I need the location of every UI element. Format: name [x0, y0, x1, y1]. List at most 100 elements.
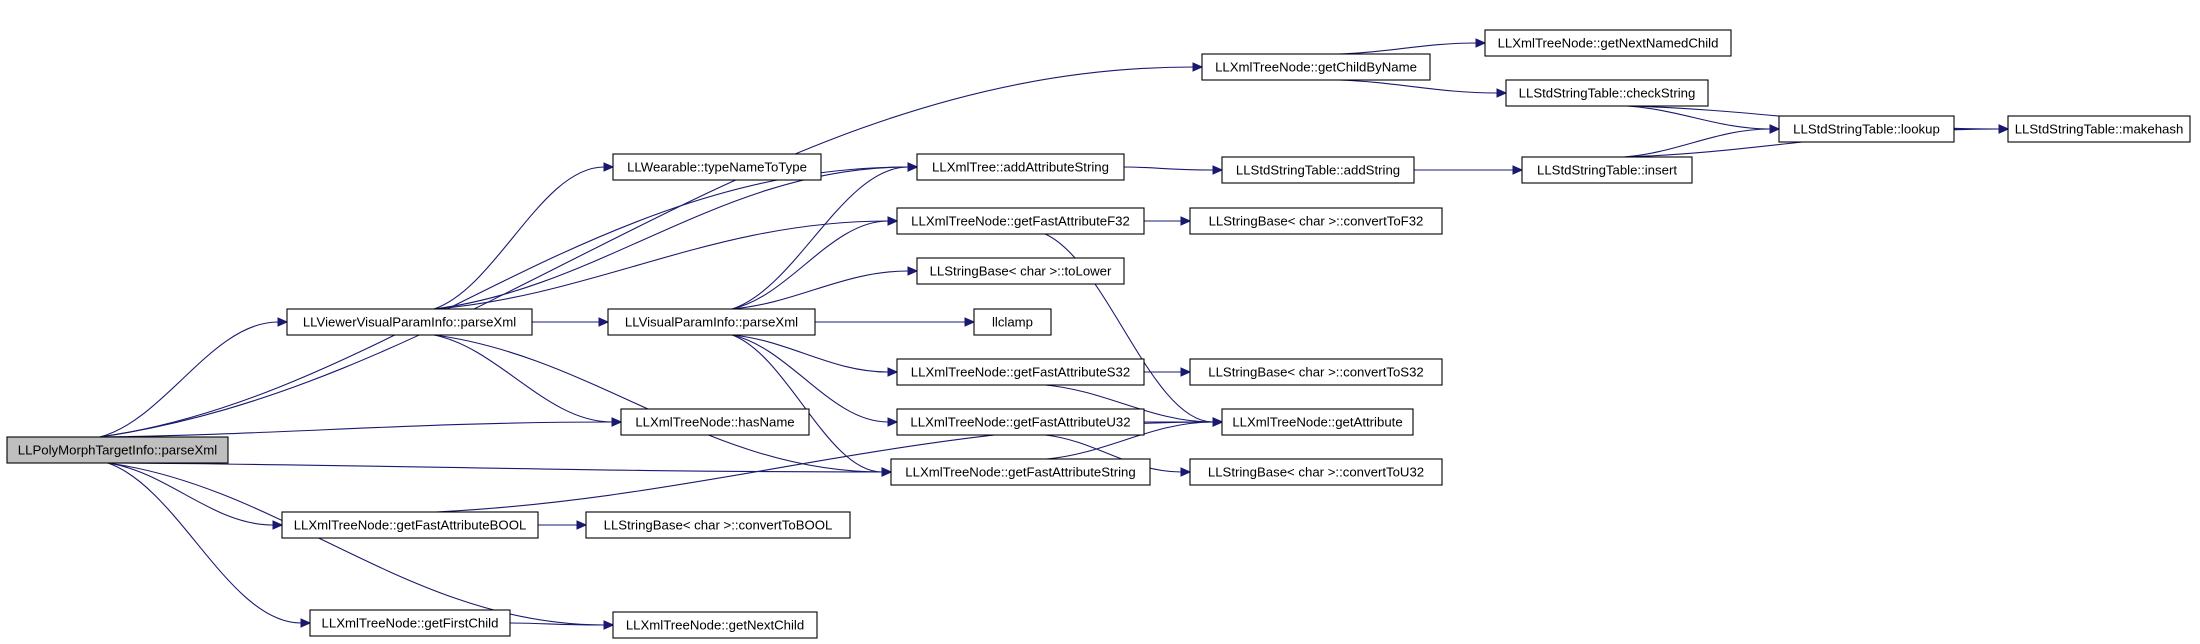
node-label: LLStringBase< char >::toLower	[930, 263, 1112, 278]
node-box	[6, 436, 229, 464]
arrowhead-icon	[603, 162, 615, 172]
node-box	[1778, 115, 1955, 143]
arrowhead-icon	[881, 467, 893, 477]
node-label: LLViewerVisualParamInfo::parseXml	[303, 314, 516, 329]
arrowhead-icon	[603, 620, 615, 630]
call-edge-viewerParse-to-typeNameToType	[433, 166, 605, 310]
arrowhead-icon	[1475, 38, 1487, 48]
function-node-getNextNamedChild[interactable]: LLXmlTreeNode::getNextNamedChild	[1484, 29, 1732, 57]
node-label: LLXmlTreeNode::getFastAttributeU32	[910, 414, 1130, 429]
node-label: LLXmlTreeNode::getFirstChild	[322, 615, 499, 630]
arrowhead-icon	[1769, 124, 1781, 134]
call-edge-viewerParse-to-getFastString	[433, 334, 883, 473]
node-box	[620, 408, 810, 436]
node-label: LLXmlTreeNode::getNextNamedChild	[1498, 35, 1719, 50]
function-node-getFastS32[interactable]: LLXmlTreeNode::getFastAttributeS32	[896, 358, 1145, 386]
arrowhead-icon	[272, 520, 284, 530]
node-box	[612, 611, 818, 639]
function-node-getFastString[interactable]: LLXmlTreeNode::getFastAttributeString	[890, 458, 1151, 486]
call-edge-getFastF32-to-getAttribute	[1044, 233, 1214, 423]
node-box	[1484, 29, 1732, 57]
function-node-convertToU32[interactable]: LLStringBase< char >::convertToU32	[1189, 458, 1443, 486]
call-edge-viewerParse-to-addAttributeString	[433, 166, 909, 310]
function-node-toLower[interactable]: LLStringBase< char >::toLower	[916, 257, 1125, 285]
node-box	[1221, 156, 1415, 184]
function-nodes: LLPolyMorphTargetInfo::parseXmlLLXmlTree…	[6, 29, 2191, 639]
node-box	[890, 458, 1151, 486]
call-edge-root-to-viewerParse	[99, 321, 279, 438]
call-edge-checkString-to-lookup	[1627, 105, 1771, 130]
node-label: LLPolyMorphTargetInfo::parseXml	[18, 442, 217, 457]
node-box	[607, 308, 816, 336]
function-node-makehash[interactable]: LLStdStringTable::makehash	[2007, 115, 2191, 143]
arrowhead-icon	[1998, 124, 2010, 134]
node-box	[281, 511, 539, 539]
function-node-convertToS32[interactable]: LLStringBase< char >::convertToS32	[1189, 358, 1443, 386]
arrowhead-icon	[907, 162, 919, 172]
function-node-lookup[interactable]: LLStdStringTable::lookup	[1778, 115, 1955, 143]
call-edge-viewerParse-to-getFastF32	[433, 220, 889, 310]
function-node-llclamp[interactable]: llclamp	[973, 308, 1052, 336]
arrowhead-icon	[1180, 367, 1192, 377]
function-node-insert[interactable]: LLStdStringTable::insert	[1521, 156, 1693, 184]
function-node-addString[interactable]: LLStdStringTable::addString	[1221, 156, 1415, 184]
arrowhead-icon	[576, 520, 588, 530]
function-node-getFastF32[interactable]: LLXmlTreeNode::getFastAttributeF32	[896, 207, 1145, 235]
node-box	[612, 153, 822, 181]
node-box	[1189, 207, 1443, 235]
call-edge-getFastU32-to-convertToU32	[1045, 434, 1182, 473]
function-node-getFastU32[interactable]: LLXmlTreeNode::getFastAttributeU32	[896, 408, 1145, 436]
call-edge-root-to-getNextChild	[107, 462, 605, 626]
node-box	[309, 609, 511, 637]
node-box	[896, 358, 1145, 386]
node-label: LLXmlTreeNode::getNextChild	[626, 617, 804, 632]
function-node-viewerParse[interactable]: LLViewerVisualParamInfo::parseXml	[286, 308, 533, 336]
root-function-node[interactable]: LLPolyMorphTargetInfo::parseXml	[6, 436, 229, 464]
function-node-getFirstChild[interactable]: LLXmlTreeNode::getFirstChild	[309, 609, 511, 637]
node-box	[1189, 458, 1443, 486]
call-edge-root-to-getFastBOOL	[107, 462, 274, 526]
node-label: LLStringBase< char >::convertToBOOL	[604, 517, 833, 532]
node-box	[1521, 156, 1693, 184]
function-node-typeNameToType[interactable]: LLWearable::typeNameToType	[612, 153, 822, 181]
function-node-getChildByName[interactable]: LLXmlTreeNode::getChildByName	[1201, 53, 1431, 81]
function-node-getAttribute[interactable]: LLXmlTreeNode::getAttribute	[1221, 408, 1414, 436]
node-label: LLXmlTreeNode::getFastAttributeBOOL	[294, 517, 527, 532]
call-edge-root-to-addAttributeString	[99, 166, 909, 438]
arrowhead-icon	[887, 367, 899, 377]
function-node-checkString[interactable]: LLStdStringTable::checkString	[1505, 79, 1709, 107]
node-box	[585, 511, 851, 539]
node-box	[2007, 115, 2191, 143]
node-label: LLStdStringTable::insert	[1537, 162, 1677, 177]
call-edge-getChildByName-to-checkString	[1338, 79, 1498, 94]
call-edge-root-to-getFirstChild	[107, 462, 302, 624]
node-box	[896, 408, 1145, 436]
node-label: LLXmlTreeNode::hasName	[635, 414, 794, 429]
function-node-getNextChild[interactable]: LLXmlTreeNode::getNextChild	[612, 611, 818, 639]
node-label: LLXmlTreeNode::getFastAttributeF32	[911, 213, 1130, 228]
node-box	[1505, 79, 1709, 107]
function-node-addAttributeString[interactable]: LLXmlTree::addAttributeString	[916, 153, 1125, 181]
function-node-getFastBOOL[interactable]: LLXmlTreeNode::getFastAttributeBOOL	[281, 511, 539, 539]
node-label: LLWearable::typeNameToType	[627, 159, 807, 174]
call-edge-getFastString-to-getAttribute	[1046, 421, 1214, 460]
arrowhead-icon	[887, 216, 899, 226]
node-box	[1189, 358, 1443, 386]
call-edge-getChildByName-to-getNextNamedChild	[1338, 42, 1477, 55]
node-label: LLXmlTreeNode::getAttribute	[1232, 414, 1402, 429]
arrowhead-icon	[598, 317, 610, 327]
node-label: LLStringBase< char >::convertToS32	[1208, 364, 1424, 379]
node-box	[1201, 53, 1431, 81]
function-node-visualParse[interactable]: LLVisualParamInfo::parseXml	[607, 308, 816, 336]
function-node-hasName[interactable]: LLXmlTreeNode::hasName	[620, 408, 810, 436]
arrowhead-icon	[611, 417, 623, 427]
node-box	[916, 153, 1125, 181]
function-node-convertToF32[interactable]: LLStringBase< char >::convertToF32	[1189, 207, 1443, 235]
call-edge-getFastS32-to-getAttribute	[1045, 384, 1214, 423]
arrowhead-icon	[1180, 467, 1192, 477]
node-box	[973, 308, 1052, 336]
call-edge-root-to-getFastString	[107, 462, 883, 473]
function-node-convertToBOOL[interactable]: LLStringBase< char >::convertToBOOL	[585, 511, 851, 539]
call-edge-addAttributeString-to-addString	[1123, 166, 1214, 171]
call-edge-visualParse-to-toLower	[732, 270, 909, 310]
